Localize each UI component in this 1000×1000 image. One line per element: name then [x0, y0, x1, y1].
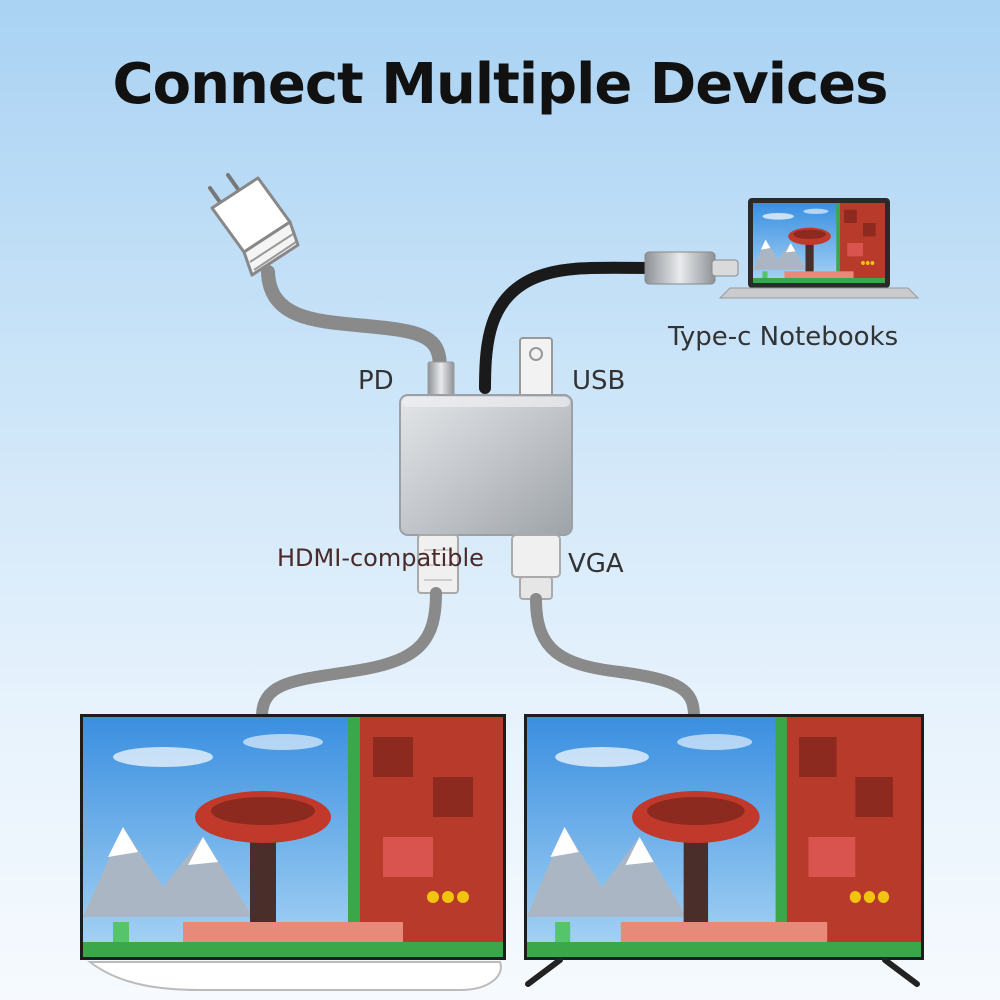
hdmi-label: HDMI-compatible [277, 544, 484, 572]
power-adapter-icon [208, 173, 300, 277]
monitor-icon [524, 714, 924, 987]
usb-label: USB [572, 366, 626, 396]
vga-connector [511, 534, 561, 578]
type-c-label: Type-c Notebooks [668, 322, 899, 352]
laptop-icon [718, 198, 920, 299]
pd-connector [427, 361, 455, 397]
pd-label: PD [358, 366, 394, 396]
vga-label: VGA [568, 549, 624, 579]
usb-hub-icon [399, 394, 573, 536]
type-c-connector [644, 251, 716, 285]
page-title: Connect Multiple Devices [112, 52, 889, 117]
monitor-icon [80, 714, 506, 991]
